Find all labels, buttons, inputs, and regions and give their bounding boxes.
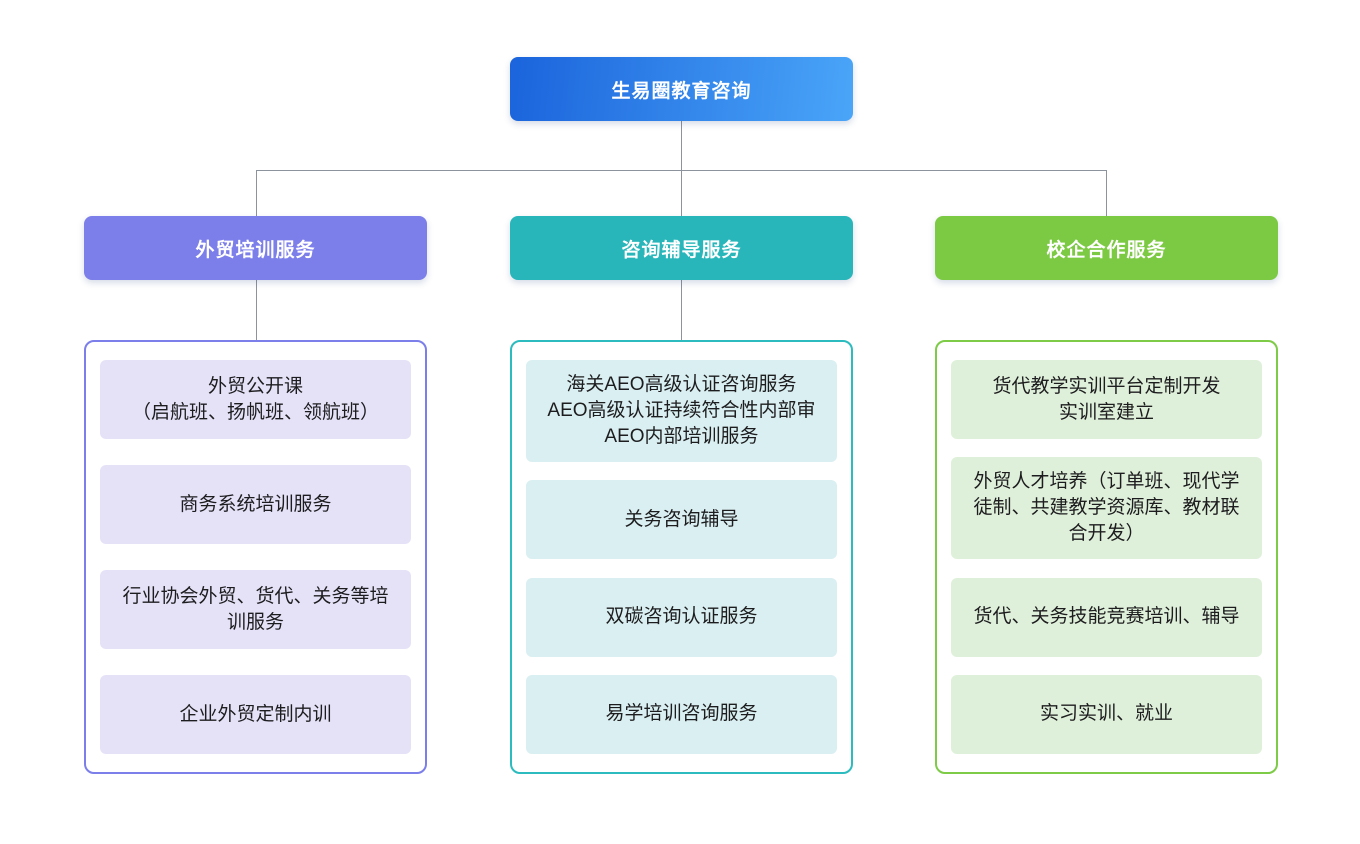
leaf-node-label: 海关AEO高级认证咨询服务 AEO高级认证持续符合性内部审 AEO内部培训服务 xyxy=(547,374,816,447)
connector-drop-branch-3 xyxy=(1106,170,1107,216)
leaf-node: 货代教学实训平台定制开发 实训室建立 xyxy=(951,360,1262,439)
leaf-node: 货代、关务技能竞赛培训、辅导 xyxy=(951,577,1262,657)
branch-header-foreign-trade-training: 外贸培训服务 xyxy=(84,216,427,280)
leaf-node-label: 关务咨询辅导 xyxy=(624,508,739,530)
leaf-node-label: 外贸人才培养（订单班、现代学徒制、共建教学资源库、教材联合开发） xyxy=(973,471,1240,545)
leaf-node: 实习实训、就业 xyxy=(951,674,1262,754)
leaf-node-label: 行业协会外贸、货代、关务等培训服务 xyxy=(122,585,389,633)
leaf-node-label: 双碳咨询认证服务 xyxy=(605,606,758,628)
branch-group-school-enterprise: 货代教学实训平台定制开发 实训室建立 外贸人才培养（订单班、现代学徒制、共建教学… xyxy=(935,340,1278,774)
leaf-node-label: 实习实训、就业 xyxy=(1039,703,1173,725)
root-node-label: 生易圈教育咨询 xyxy=(611,80,752,102)
branch-header-label: 校企合作服务 xyxy=(1046,239,1167,261)
leaf-node: 关务咨询辅导 xyxy=(526,480,837,560)
leaf-node: 双碳咨询认证服务 xyxy=(526,577,837,657)
branch-header-label: 外贸培训服务 xyxy=(195,239,316,261)
leaf-node-label: 易学培训咨询服务 xyxy=(605,703,758,725)
leaf-node: 企业外贸定制内训 xyxy=(100,675,411,754)
leaf-node: 外贸公开课 （启航班、扬帆班、领航班） xyxy=(100,360,411,439)
leaf-node-label: 货代教学实训平台定制开发 实训室建立 xyxy=(992,375,1221,423)
connector-drop-branch-1 xyxy=(256,170,257,216)
leaf-node: 海关AEO高级认证咨询服务 AEO高级认证持续符合性内部审 AEO内部培训服务 xyxy=(526,360,837,462)
connector-stub-branch-1 xyxy=(256,280,257,340)
branch-group-foreign-trade-training: 外贸公开课 （启航班、扬帆班、领航班） 商务系统培训服务 行业协会外贸、货代、关… xyxy=(84,340,427,774)
branch-header-label: 咨询辅导服务 xyxy=(621,239,742,261)
leaf-node: 行业协会外贸、货代、关务等培训服务 xyxy=(100,570,411,649)
leaf-node-label: 商务系统培训服务 xyxy=(179,493,332,515)
leaf-node-label: 货代、关务技能竞赛培训、辅导 xyxy=(973,606,1240,628)
leaf-node: 外贸人才培养（订单班、现代学徒制、共建教学资源库、教材联合开发） xyxy=(951,457,1262,560)
branch-group-consulting-coaching: 海关AEO高级认证咨询服务 AEO高级认证持续符合性内部审 AEO内部培训服务 … xyxy=(510,340,853,774)
leaf-node-label: 企业外贸定制内训 xyxy=(179,703,332,725)
leaf-node: 易学培训咨询服务 xyxy=(526,674,837,754)
root-node: 生易圈教育咨询 xyxy=(510,57,853,121)
branch-header-consulting-coaching: 咨询辅导服务 xyxy=(510,216,853,280)
leaf-node-label: 外贸公开课 （启航班、扬帆班、领航班） xyxy=(131,375,379,423)
connector-root-stem xyxy=(681,121,682,170)
branch-header-school-enterprise: 校企合作服务 xyxy=(935,216,1278,280)
leaf-node: 商务系统培训服务 xyxy=(100,465,411,544)
connector-stub-branch-2 xyxy=(681,280,682,340)
connector-drop-branch-2 xyxy=(681,170,682,216)
